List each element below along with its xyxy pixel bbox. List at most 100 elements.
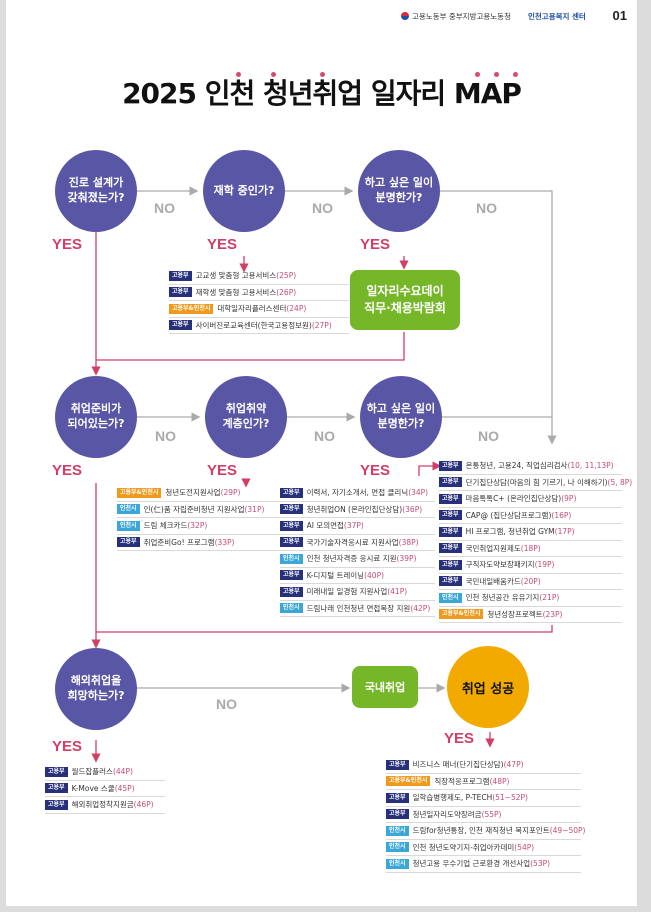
no-label: NO <box>154 200 175 216</box>
page-reference: (10, 11,13P) <box>567 461 614 471</box>
question-vulnerable: 취업취약 계층인가? <box>205 376 287 458</box>
program-name: 인천 청년자격증 응시료 지원 <box>306 554 397 564</box>
question-clear-goal: 하고 싶은 일이 분명한가? <box>358 150 440 232</box>
program-name: 취업준비Go! 프로그램 <box>143 537 215 547</box>
page-reference: (47P) <box>503 760 524 770</box>
page-reference: (37P) <box>343 521 364 531</box>
agency-tag: 고용부 <box>45 766 68 777</box>
page-reference: (27P) <box>311 320 332 330</box>
yes-label: YES <box>52 462 83 479</box>
page-reference: (41P) <box>387 587 408 597</box>
agency-tag: 고용부 <box>280 504 303 515</box>
agency-tag: 고용부 <box>439 493 462 504</box>
page-reference: (17P) <box>554 527 575 537</box>
question-clear-goal-2: 하고 싶은 일이 분명한가? <box>360 376 442 458</box>
program-name: 미래내일 일경험 지원사업 <box>306 587 388 597</box>
page-reference: (16P) <box>551 510 572 520</box>
agency-tag: 인천시 <box>117 504 140 515</box>
page-reference: (34P) <box>408 488 429 498</box>
program-name: K-디지털 트레이닝 <box>306 570 365 580</box>
page-reference: (49~50P) <box>549 826 586 836</box>
title-dots <box>236 62 339 81</box>
program-name: 사이버진로교육센터(한국고용정보원) <box>195 320 312 330</box>
page-reference: (31P) <box>244 504 265 514</box>
question-career-plan: 진로 설계가 갖춰졌는가? <box>55 150 137 232</box>
no-label: NO <box>312 200 333 216</box>
page-reference: (5, 8P) <box>607 477 633 487</box>
agency-tag: 인천시 <box>386 842 409 853</box>
agency-tag: 고용부 <box>169 320 192 331</box>
program-name: 재학생 맞춤형 고용서비스 <box>195 287 277 297</box>
page-reference: (18P) <box>520 543 541 553</box>
yes-label: YES <box>360 236 391 253</box>
agency-tag: 인천시 <box>439 592 462 603</box>
page-reference: (23P) <box>542 609 563 619</box>
agency-tag: 고용부 <box>117 537 140 548</box>
agency-tag: 인천시 <box>386 825 409 836</box>
agency-tag: 고용부 <box>439 526 462 537</box>
job-success-circle: 취업 성공 <box>447 646 529 728</box>
agency-tag: 고용부 <box>439 510 462 521</box>
page: 고용노동부 중부지방고용노동청 인천고용복지 센터 01 2025 인천 청년취… <box>6 0 637 906</box>
yes-label: YES <box>444 730 475 747</box>
page-reference: (44P) <box>112 767 133 777</box>
agency-tag: 고용부 <box>169 287 192 298</box>
program-name: 청년도전지원사업 <box>165 488 221 498</box>
agency-tag: 고용부&인천시 <box>169 303 214 314</box>
page-reference: (20P) <box>520 576 541 586</box>
agency-tag: 인천시 <box>117 520 140 531</box>
agency-tag: 고용부&인천시 <box>439 609 484 620</box>
agency-tag: 고용부 <box>439 477 462 488</box>
agency-tag: 인천시 <box>386 858 409 869</box>
program-name: 인(仁)품 자립준비청년 지원사업 <box>143 504 245 514</box>
agency-tag: 고용부 <box>280 520 303 531</box>
page-reference: (46P) <box>133 800 154 810</box>
page-reference: (51~52P) <box>492 793 528 803</box>
agency-tag: 고용부&인천시 <box>386 776 431 787</box>
yes-label: YES <box>360 462 391 479</box>
program-name: 청년성장프로젝트 <box>487 609 543 619</box>
flow-arrows <box>91 186 557 763</box>
page-reference: (26P) <box>276 287 297 297</box>
page-title: 2025 인천 청년취업 일자리 MAP <box>122 77 522 110</box>
agency-tag: 인천시 <box>280 553 303 564</box>
program-name: 청년일자리도약장려금 <box>412 809 482 819</box>
no-label: NO <box>155 428 176 444</box>
agency-tag: 고용부 <box>439 460 462 471</box>
agency-tag: 고용부 <box>386 792 409 803</box>
page-reference: (32P) <box>187 521 208 531</box>
no-label: NO <box>476 200 497 216</box>
yes-label: YES <box>52 738 83 755</box>
program-name: 드림 체크카드 <box>143 521 188 531</box>
page-reference: (29P) <box>220 488 241 498</box>
question-job-ready: 취업준비가 되어있는가? <box>55 376 137 458</box>
program-name: 직장적응프로그램 <box>434 776 490 786</box>
header-ministry: 고용노동부 중부지방고용노동청 <box>401 11 511 22</box>
yes-label: YES <box>207 236 238 253</box>
program-name: 드림for청년통장, 인천 재직청년 복지포인트 <box>412 826 550 836</box>
